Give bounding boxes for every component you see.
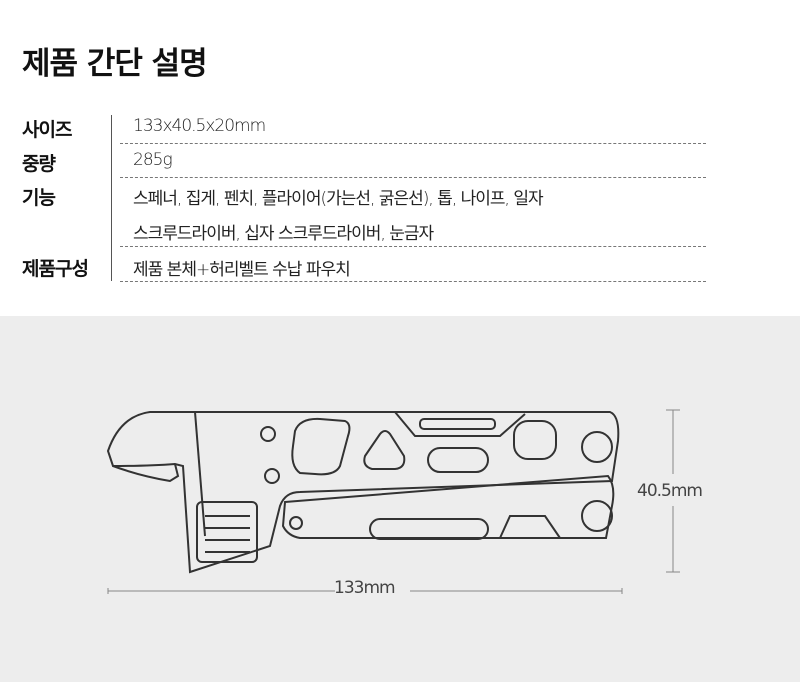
row-divider bbox=[120, 143, 706, 144]
spec-value-size: 133x40.5x20mm bbox=[133, 116, 266, 136]
row-divider bbox=[120, 246, 706, 247]
spec-value-contents: 제품 본체+허리벨트 수납 파우치 bbox=[133, 260, 351, 280]
table-divider bbox=[111, 115, 112, 281]
spec-value-function-line1: 스페너, 집게, 펜치, 플라이어(가는선, 굵은선), 톱, 나이프, 일자 bbox=[133, 189, 544, 209]
spec-value-weight: 285g bbox=[133, 150, 173, 170]
row-divider bbox=[120, 281, 706, 282]
spec-label-function: 기능 bbox=[22, 187, 56, 209]
multitool-outline-drawing bbox=[106, 409, 680, 594]
row-divider bbox=[120, 177, 706, 178]
length-dimension-label: 133mm bbox=[334, 578, 396, 598]
spec-label-contents: 제품구성 bbox=[22, 258, 89, 280]
product-diagram-area: 40.5mm 133mm bbox=[0, 316, 800, 682]
page-title: 제품 간단 설명 bbox=[22, 46, 208, 82]
height-dimension-label: 40.5mm bbox=[637, 481, 703, 501]
spec-label-weight: 중량 bbox=[22, 153, 56, 175]
spec-label-size: 사이즈 bbox=[22, 119, 72, 141]
spec-value-function-line2: 스크루드라이버, 십자 스크루드라이버, 눈금자 bbox=[133, 224, 434, 244]
